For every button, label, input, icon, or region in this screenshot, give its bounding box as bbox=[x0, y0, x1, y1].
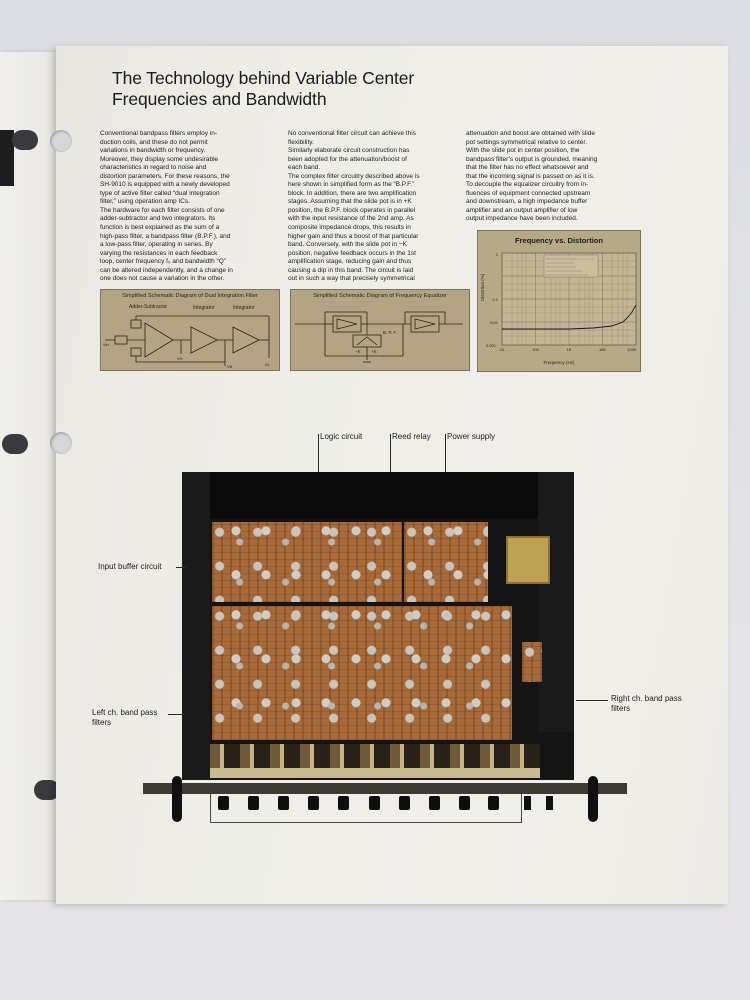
svg-text:1: 1 bbox=[496, 252, 499, 257]
leader-line bbox=[445, 434, 446, 476]
binder-hole bbox=[12, 130, 38, 150]
svg-text:B. P. F.: B. P. F. bbox=[383, 330, 397, 335]
slider-knob bbox=[399, 796, 410, 810]
svg-text:VH: VH bbox=[177, 356, 183, 361]
binder-hole bbox=[34, 780, 60, 800]
svg-text:Vin: Vin bbox=[103, 342, 109, 347]
svg-text:100: 100 bbox=[532, 347, 539, 352]
slider-knob bbox=[338, 796, 349, 810]
leader-line bbox=[176, 567, 186, 568]
slide-pots bbox=[210, 744, 540, 768]
chassis-rear bbox=[182, 472, 574, 518]
chart-plot: 0.001 0.01 0.1 1 10 100 1K 10K 100K bbox=[486, 252, 637, 352]
label-power-supply: Power supply bbox=[447, 432, 496, 441]
diagram-caption: Simplified Schematic Diagram of Dual Int… bbox=[122, 293, 258, 299]
svg-text:10K: 10K bbox=[599, 347, 606, 352]
x-axis-label: Frequency (Hz) bbox=[543, 360, 575, 365]
dual-integration-diagram: Simplified Schematic Diagram of Dual Int… bbox=[100, 289, 280, 371]
title-line-2: Frequencies and Bandwidth bbox=[112, 89, 327, 109]
svg-text:1K: 1K bbox=[567, 347, 572, 352]
frequency-equalizer-diagram: Simplified Schematic Diagram of Frequenc… bbox=[290, 289, 470, 371]
slider-knob bbox=[248, 796, 259, 810]
label-reed-relay: Reed relay bbox=[392, 432, 431, 441]
rack-handle bbox=[172, 776, 182, 822]
frequency-vs-distortion-chart: Frequency vs. Distortion bbox=[477, 230, 641, 372]
text-column-2: No conventional filter circuit can achie… bbox=[288, 130, 420, 283]
y-axis-label: Distortion (%) bbox=[480, 273, 485, 301]
schematic-icon: B. P. F. −K +K bbox=[295, 311, 463, 363]
schematic-icon: Vin VH VB VL bbox=[103, 315, 271, 369]
svg-text:0.1: 0.1 bbox=[492, 297, 498, 302]
front-panel bbox=[143, 783, 627, 794]
label-logic-circuit: Logic circuit bbox=[320, 432, 363, 441]
title-line-1: The Technology behind Variable Center bbox=[112, 68, 415, 88]
punch-hole bbox=[50, 130, 72, 152]
slider-knob bbox=[459, 796, 470, 810]
label-left-band-pass-filters: Left ch. band pass filters bbox=[92, 708, 157, 728]
diagram-caption: Simplified Schematic Diagram of Frequenc… bbox=[313, 293, 447, 299]
label-line: Left ch. band pass bbox=[92, 708, 158, 717]
bracket-outline bbox=[210, 794, 522, 823]
black-tab bbox=[0, 130, 14, 186]
pcb-power bbox=[404, 522, 488, 602]
label-line: Right ch. band pass bbox=[611, 694, 682, 703]
block-label: Adder-Subtractor bbox=[129, 304, 168, 310]
label-line: filters bbox=[92, 718, 112, 727]
leader-line bbox=[390, 434, 391, 476]
svg-text:+K: +K bbox=[371, 349, 377, 354]
label-line: filters bbox=[611, 704, 631, 713]
svg-text:0.01: 0.01 bbox=[490, 320, 499, 325]
svg-text:10: 10 bbox=[500, 347, 505, 352]
left-page-edge bbox=[0, 52, 62, 900]
punch-hole bbox=[50, 432, 72, 454]
slider-knob bbox=[278, 796, 289, 810]
switch bbox=[546, 796, 553, 810]
rack-handle bbox=[588, 776, 598, 822]
leader-line bbox=[168, 714, 184, 715]
switch bbox=[524, 796, 531, 810]
label-right-band-pass-filters: Right ch. band pass filters bbox=[611, 694, 682, 714]
pcb-band-pass-filters bbox=[212, 606, 512, 740]
page-title: The Technology behind Variable Center Fr… bbox=[112, 68, 572, 110]
text-column-1: Conventional bandpass filters employ in-… bbox=[100, 130, 233, 283]
brochure-page: The Technology behind Variable Center Fr… bbox=[50, 46, 728, 904]
transformer bbox=[506, 536, 550, 584]
leader-line bbox=[576, 700, 608, 701]
slider-knob bbox=[429, 796, 440, 810]
slider-knob bbox=[308, 796, 319, 810]
block-label: Integrator bbox=[233, 305, 255, 311]
side-panel bbox=[538, 472, 574, 732]
svg-text:100K: 100K bbox=[627, 347, 637, 352]
text-column-3: attenuation and boost are obtained with … bbox=[466, 130, 598, 223]
label-input-buffer-circuit: Input buffer circuit bbox=[98, 562, 162, 571]
chart-title: Frequency vs. Distortion bbox=[515, 236, 603, 245]
pcb-small bbox=[522, 642, 542, 682]
slider-knob bbox=[488, 796, 499, 810]
svg-text:VL: VL bbox=[265, 362, 271, 367]
block-label: Integrator bbox=[193, 305, 215, 311]
leader-line bbox=[318, 434, 319, 476]
binder-hole bbox=[2, 434, 28, 454]
side-panel bbox=[182, 472, 210, 780]
equalizer-chassis-photo bbox=[182, 472, 574, 780]
svg-text:0.001: 0.001 bbox=[486, 343, 497, 348]
pcb-upper-left bbox=[212, 522, 402, 602]
front-rail bbox=[210, 768, 540, 778]
svg-text:VB: VB bbox=[227, 364, 233, 369]
svg-text:−K: −K bbox=[355, 349, 361, 354]
slider-knob bbox=[218, 796, 229, 810]
slider-knob bbox=[369, 796, 380, 810]
